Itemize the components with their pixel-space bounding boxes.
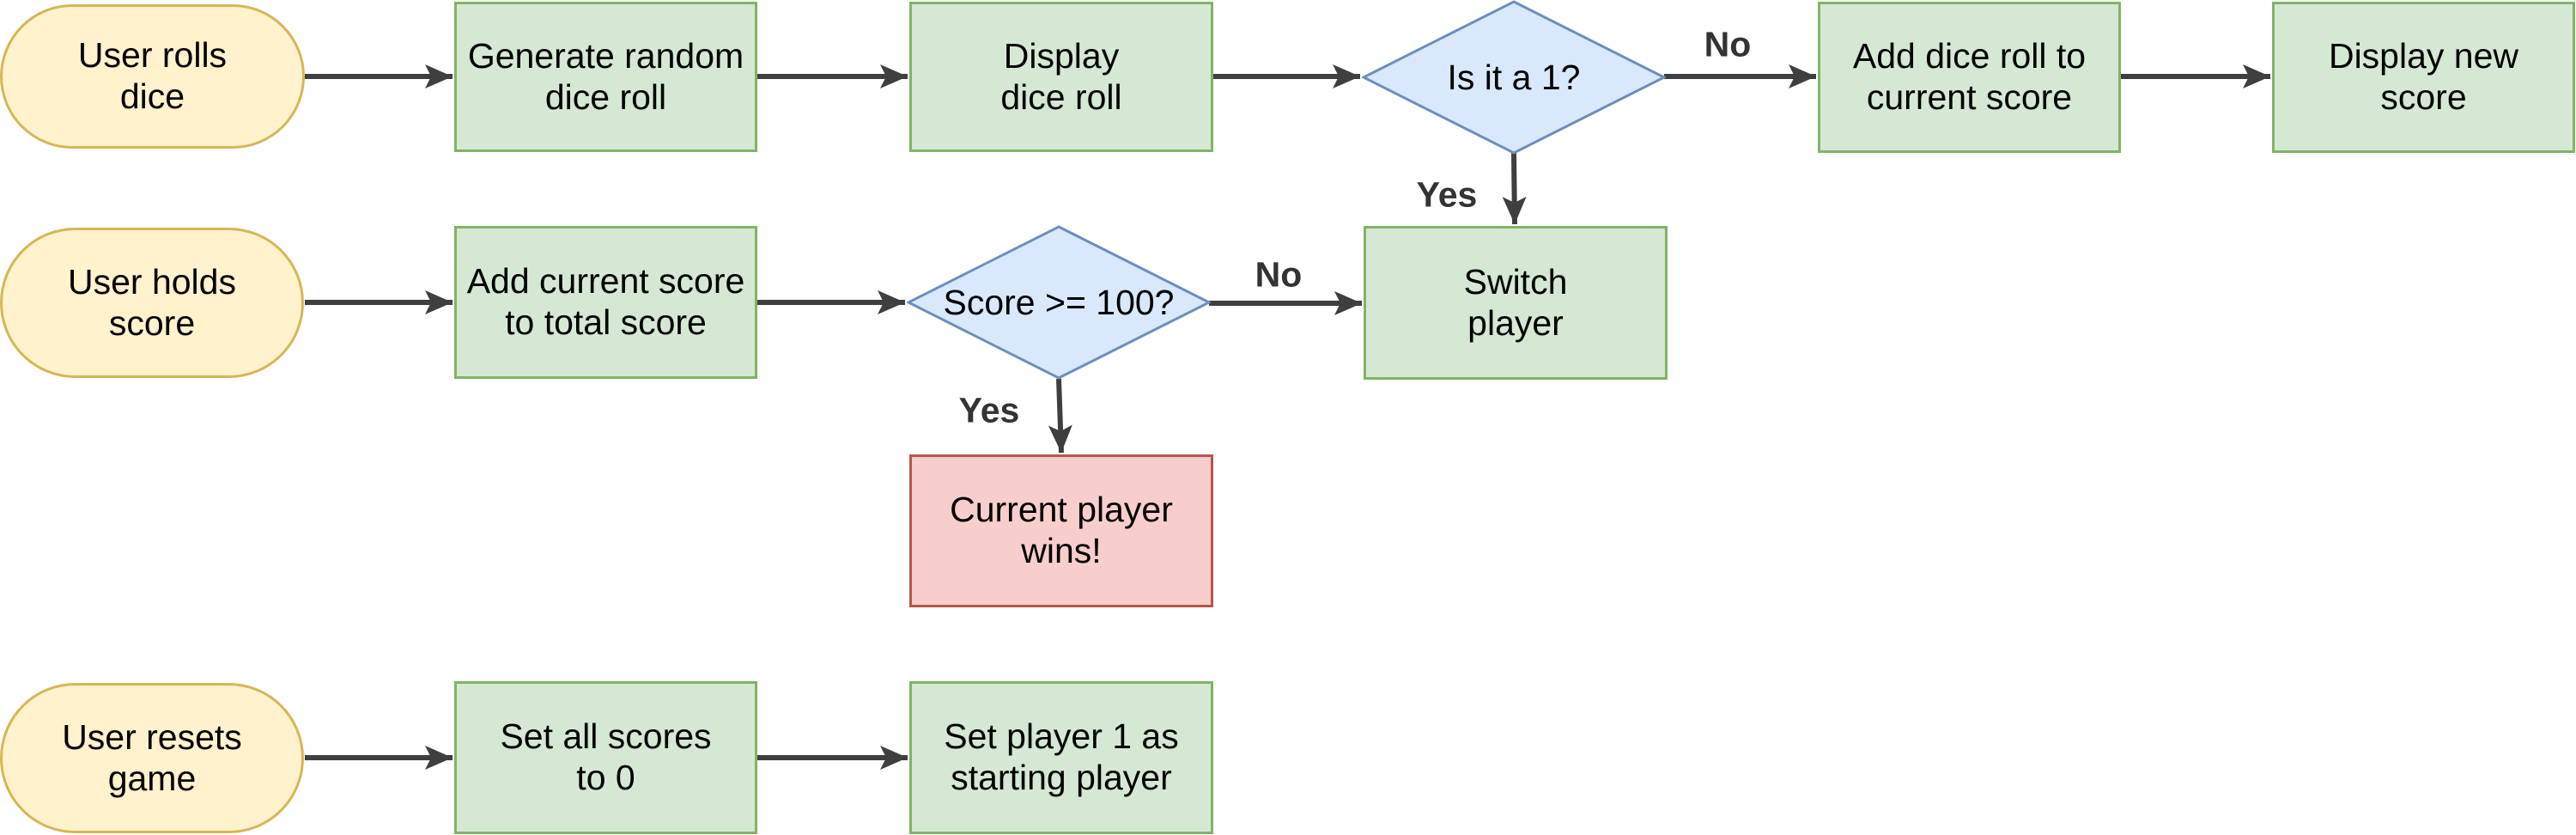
node-label: Is it a 1? [1447,57,1581,97]
node-user-rolls-dice: User rolls dice [0,4,305,149]
edge-label-yes-2: Yes [955,390,1024,431]
node-generate-random-dice-roll: Generate random dice roll [454,2,757,152]
node-label: User holds score [68,261,236,343]
edge-label-no-1: No [1700,24,1755,65]
decision-diamond-shape [907,225,1211,380]
node-label: User resets game [62,716,242,798]
node-score-gte-100: Score >= 100? [907,225,1211,380]
node-user-holds-score: User holds score [0,228,304,378]
node-is-it-a-1: Is it a 1? [1362,0,1666,155]
node-label: Score >= 100? [943,282,1175,322]
edge-is-it-a-1-yes [1502,152,1527,225]
node-set-player-1-as-starting-player: Set player 1 as starting player [909,681,1213,834]
node-label: Display new score [2328,36,2519,117]
node-label: Display dice roll [1000,35,1122,117]
node-label: Set player 1 as starting player [944,716,1179,797]
node-label: Add current score to total score [466,261,745,342]
node-label: Switch player [1463,261,1568,343]
node-label: User rolls dice [77,35,228,116]
node-display-new-score: Display new score [2272,2,2575,153]
node-set-all-scores-to-0: Set all scores to 0 [454,681,757,834]
node-switch-player: Switch player [1364,226,1668,380]
node-label: Generate random dice roll [467,35,744,117]
node-label: Current player wins! [950,490,1173,570]
node-label: Set all scores to 0 [500,716,712,797]
edge-score-gte-100-yes [1048,378,1072,454]
node-display-dice-roll: Display dice roll [909,2,1213,152]
node-add-current-score-to-total-score: Add current score to total score [454,226,757,379]
node-current-player-wins: Current player wins! [909,454,1213,607]
edge-label-no-2: No [1251,254,1306,296]
node-label: Add dice roll to current score [1852,36,2087,117]
edge-label-yes-1: Yes [1413,174,1481,216]
node-add-dice-roll-to-current-score: Add dice roll to current score [1818,2,2121,153]
decision-diamond-shape [1362,0,1666,155]
node-user-resets-game: User resets game [0,683,304,833]
